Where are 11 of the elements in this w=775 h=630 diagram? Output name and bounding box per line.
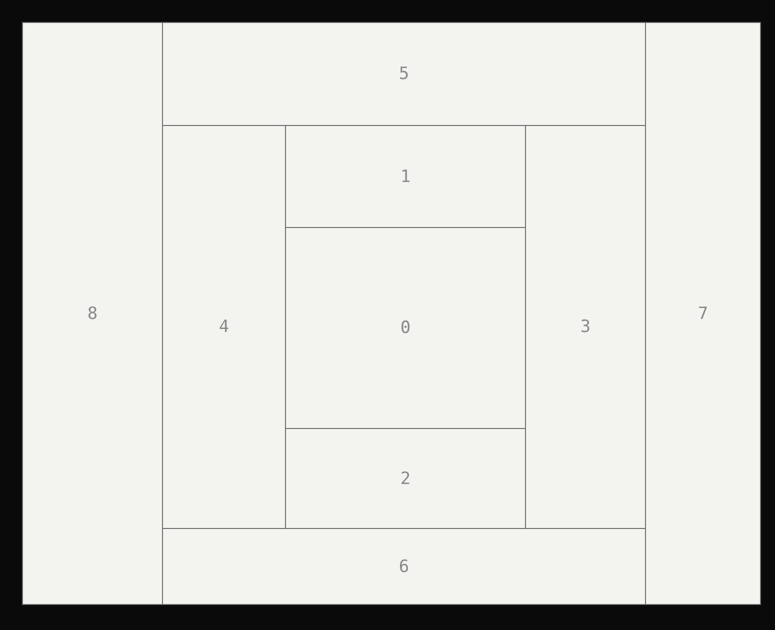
panel xyxy=(22,22,163,605)
panel-number: 0 xyxy=(400,318,411,338)
panel-number: 1 xyxy=(400,166,411,186)
panel-number: 8 xyxy=(87,304,98,324)
panel-number: 5 xyxy=(398,64,410,84)
panel-number: 2 xyxy=(400,468,411,488)
panel-number: 6 xyxy=(398,556,410,576)
panel-number: 7 xyxy=(698,304,708,324)
panel-number: 4 xyxy=(218,317,230,337)
panel xyxy=(645,22,761,605)
panel-number: 3 xyxy=(580,317,591,337)
